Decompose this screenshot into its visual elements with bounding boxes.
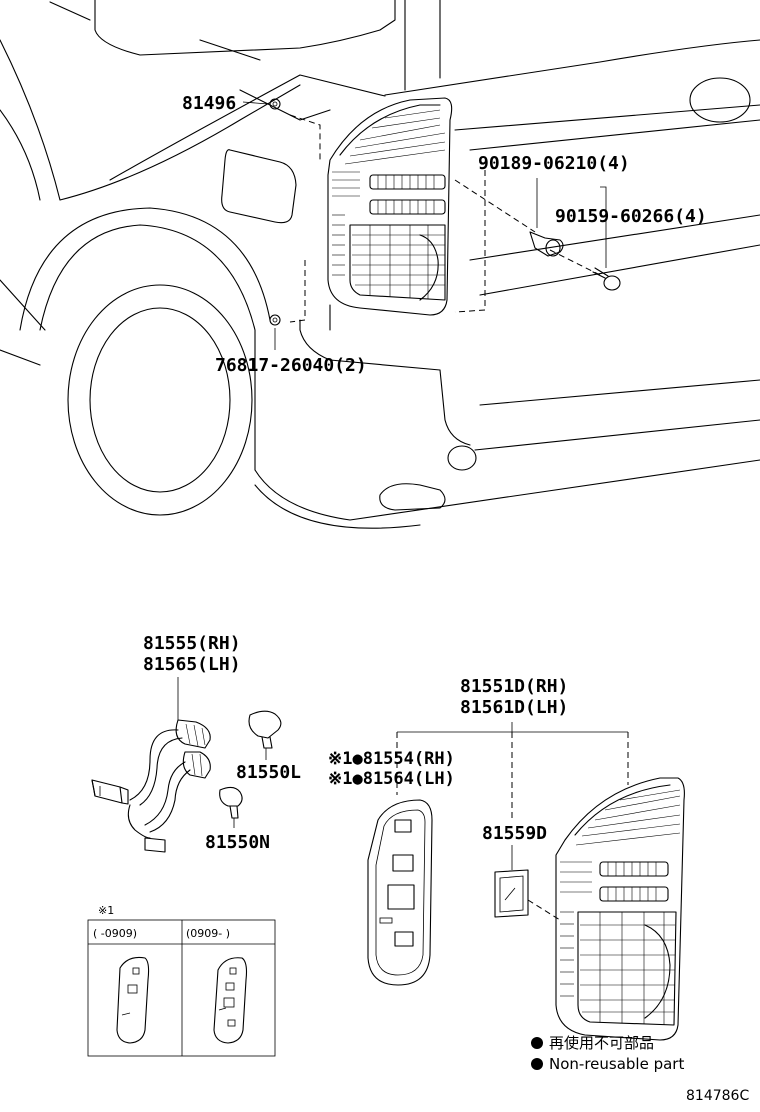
inset-col2-header: (0909- ) bbox=[186, 927, 230, 940]
clip-76817 bbox=[269, 314, 281, 326]
label-81564: ※1●81564(LH) bbox=[328, 769, 455, 789]
label-90159: 90159-60266(4) bbox=[555, 206, 707, 227]
diagram-code: 814786C bbox=[686, 1088, 749, 1104]
label-81561d: 81561D(LH) bbox=[460, 697, 568, 718]
legend-en: Non-reusable part bbox=[549, 1055, 684, 1073]
non-reusable-bullet-icon bbox=[531, 1037, 543, 1049]
mounting-guide-lines bbox=[289, 114, 601, 323]
bulb-81550l bbox=[248, 710, 282, 749]
bulb-81550n bbox=[219, 786, 243, 819]
label-90189: 90189-06210(4) bbox=[478, 153, 630, 174]
tail-lamp-installed bbox=[327, 97, 453, 316]
grommet-90189 bbox=[529, 231, 564, 257]
non-reusable-bullet-icon-2 bbox=[531, 1058, 543, 1070]
tail-lamp-assembly bbox=[555, 777, 685, 1041]
leader-lines-top bbox=[242, 101, 607, 350]
label-81550l: 81550L bbox=[236, 762, 301, 783]
label-81551d: 81551D(RH) bbox=[460, 676, 568, 697]
label-plate-81559d bbox=[494, 869, 529, 918]
screw-90159 bbox=[592, 267, 621, 291]
label-76817: 76817-26040(2) bbox=[215, 355, 367, 376]
gasket-81554 bbox=[367, 799, 433, 986]
inset-note-mark: ※1 bbox=[98, 904, 114, 917]
vehicle-rear-body bbox=[0, 0, 760, 529]
legend: 再使用不可部品 Non-reusable part bbox=[531, 1034, 684, 1073]
inset-col1-header: ( -0909) bbox=[93, 927, 137, 940]
label-81555: 81555(RH) bbox=[143, 633, 241, 654]
socket-wire-assembly bbox=[91, 719, 211, 853]
label-81554: ※1●81554(RH) bbox=[328, 749, 455, 769]
label-81565: 81565(LH) bbox=[143, 654, 241, 675]
clip-81496 bbox=[269, 98, 281, 110]
label-81550n: 81550N bbox=[205, 832, 270, 853]
inset-gasket-variants: ( -0909) (0909- ) bbox=[87, 919, 276, 1057]
label-81559d: 81559D bbox=[482, 823, 547, 844]
label-81496: 81496 bbox=[182, 93, 236, 114]
legend-jp: 再使用不可部品 bbox=[549, 1034, 654, 1052]
